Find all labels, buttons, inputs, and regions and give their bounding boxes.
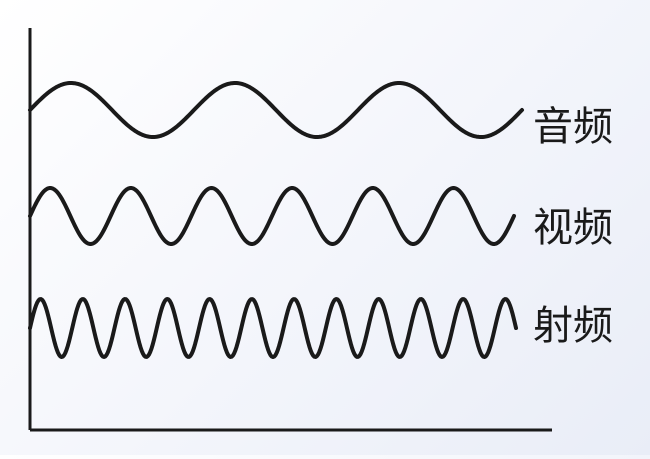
video-wave [28, 186, 516, 246]
radio-frequency-label: 射频 [533, 303, 613, 349]
audio-label: 音频 [533, 104, 613, 150]
video-label: 视频 [533, 205, 613, 251]
radio-frequency-wave [28, 297, 518, 359]
audio-wave [28, 81, 524, 139]
